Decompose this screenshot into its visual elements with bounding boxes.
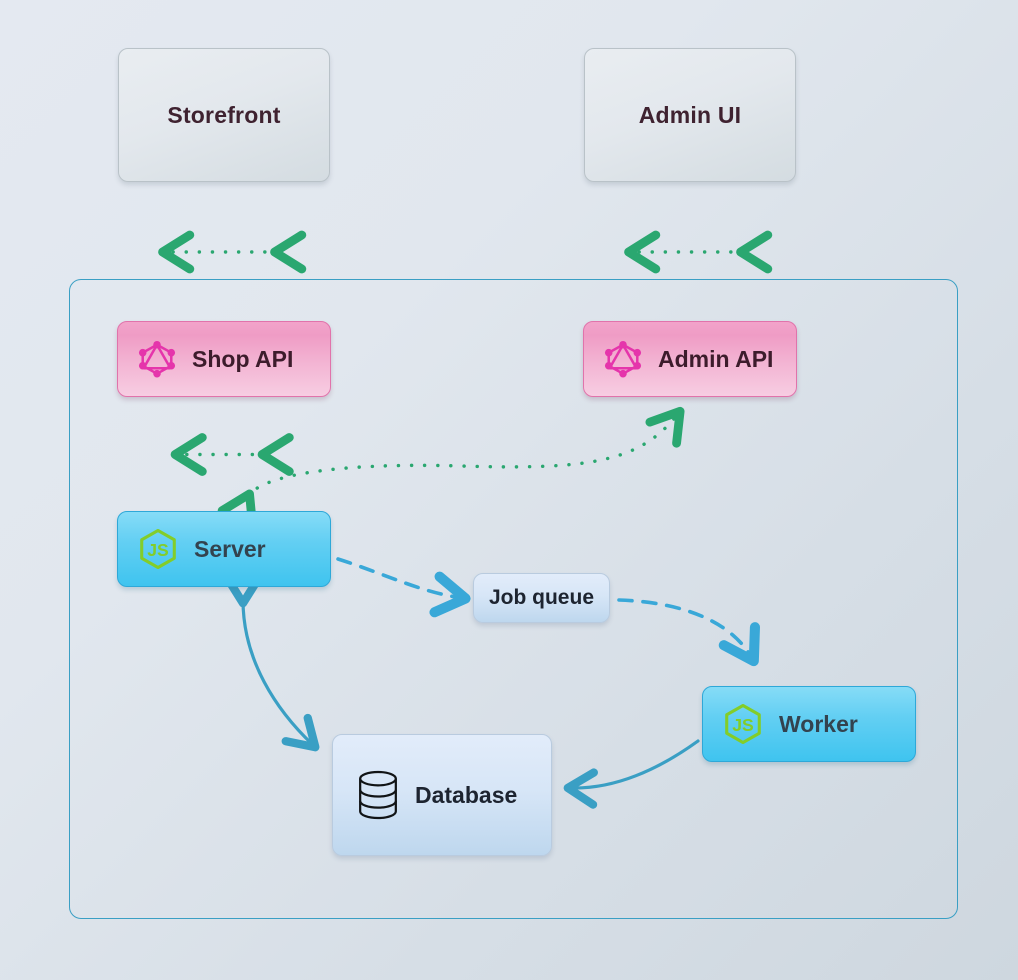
node-admin-ui-label: Admin UI — [638, 101, 742, 128]
server-boundary-container — [69, 279, 958, 919]
graphql-icon — [136, 338, 178, 380]
svg-text:JS: JS — [732, 715, 754, 735]
node-worker[interactable]: JS Worker — [702, 686, 916, 762]
node-admin-ui[interactable]: Admin UI — [584, 48, 796, 182]
database-icon — [355, 769, 401, 821]
nodejs-icon: JS — [136, 527, 180, 571]
node-server[interactable]: JS Server — [117, 511, 331, 587]
node-admin-api-label: Admin API — [658, 345, 774, 372]
nodejs-icon: JS — [721, 702, 765, 746]
edge-jobqueue-worker — [617, 598, 760, 667]
node-job-queue-label: Job queue — [488, 586, 594, 609]
node-storefront-label: Storefront — [167, 101, 281, 128]
node-worker-label: Worker — [779, 710, 858, 737]
node-storefront[interactable]: Storefront — [118, 48, 330, 182]
edge-server-adminapi — [217, 406, 685, 531]
node-shop-api[interactable]: Shop API — [117, 321, 331, 397]
node-job-queue[interactable]: Job queue — [473, 573, 610, 623]
edge-worker-database — [563, 739, 700, 809]
svg-text:JS: JS — [147, 540, 169, 560]
graphql-icon — [602, 338, 644, 380]
edge-server-jobqueue — [336, 557, 471, 618]
node-database-label: Database — [415, 781, 518, 808]
node-server-label: Server — [194, 535, 266, 562]
node-database[interactable]: Database — [332, 734, 552, 856]
node-shop-api-label: Shop API — [192, 345, 294, 372]
edge-server-database — [222, 573, 320, 752]
node-admin-api[interactable]: Admin API — [583, 321, 797, 397]
